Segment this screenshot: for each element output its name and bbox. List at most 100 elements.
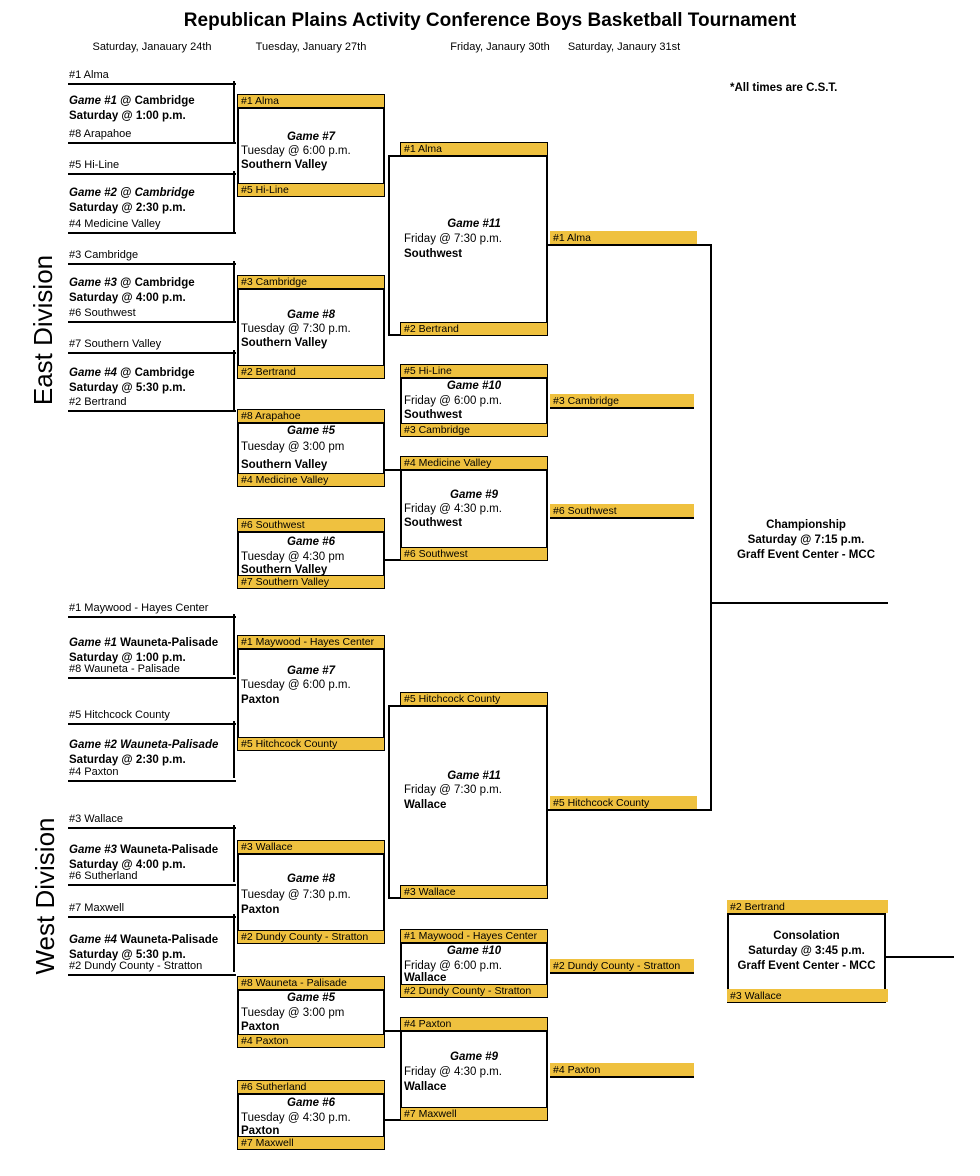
game-time: Saturday @ 2:30 p.m. [69, 754, 186, 766]
seed-team: #1 Maywood - Hayes Center [68, 597, 236, 618]
finalist-bar: #1 Alma [550, 231, 697, 244]
game-time: Tuesday @ 4:30 p.m. [241, 1112, 351, 1124]
team-bar: #8 Arapahoe [237, 409, 385, 423]
game-title: Game #2 @ Cambridge [69, 187, 195, 199]
column-header-jan27: Tuesday, January 27th [255, 41, 367, 53]
column-header-jan31: Saturday, Janaury 31st [567, 41, 681, 53]
team-bar: #2 Dundy County - Stratton [400, 984, 548, 998]
game-time: Tuesday @ 7:30 p.m. [241, 889, 351, 901]
game-site: Paxton [241, 694, 280, 706]
consolation-venue: Graff Event Center - MCC [737, 960, 876, 972]
team-bar: #4 Medicine Valley [400, 456, 548, 470]
team-bar: #3 Cambridge [237, 275, 385, 289]
game-title: Game #3 Wauneta-Palisade [69, 844, 219, 856]
game-site: Southwest [404, 409, 463, 421]
game-label: Game #5 [287, 425, 335, 437]
seed-team: #2 Dundy County - Stratton [68, 955, 236, 976]
game-title: Game #3 @ Cambridge [69, 277, 195, 289]
game-time: Saturday @ 4:00 p.m. [69, 859, 186, 871]
game-label: Game #9 [450, 489, 498, 501]
championship-venue: Graff Event Center - MCC [736, 549, 876, 561]
team-bar: #7 Maxwell [237, 1136, 385, 1150]
team-bar: #5 Hi-Line [400, 364, 548, 378]
game-site: Southwest [404, 248, 463, 260]
team-bar: #3 Wallace [400, 885, 548, 899]
consolation-line [884, 956, 954, 958]
game-time: Friday @ 4:30 p.m. [404, 503, 502, 515]
team-bar: #5 Hitchcock County [400, 692, 548, 706]
bracket-line [233, 350, 235, 410]
seed-team: #6 Sutherland [68, 865, 236, 886]
winner-bar: #6 Southwest [550, 504, 694, 519]
column-header-jan24: Saturday, Janauary 24th [92, 41, 212, 53]
column-header-jan30: Friday, Janaury 30th [450, 41, 550, 53]
seed-team: #4 Medicine Valley [68, 213, 236, 234]
game-site: Paxton [241, 1125, 280, 1137]
finalist-bar: #5 Hitchcock County [550, 796, 697, 809]
game-title: Game #1 Wauneta-Palisade [69, 637, 219, 649]
game-time: Saturday @ 5:30 p.m. [69, 382, 186, 394]
game-label: Game #6 [287, 536, 335, 548]
game-label: Game #10 [446, 380, 502, 392]
consolation-title: Consolation [773, 930, 840, 942]
game-title: Game #4 Wauneta-Palisade [69, 934, 219, 946]
game-title: Game #2 Wauneta-Palisade [69, 739, 219, 751]
seed-team: #5 Hitchcock County [68, 704, 236, 725]
team-bar: #3 Wallace [237, 840, 385, 854]
bracket-line [233, 614, 235, 675]
team-bar: #2 Dundy County - Stratton [237, 930, 385, 944]
game-label: Game #6 [287, 1097, 335, 1109]
championship-title: Championship [766, 519, 846, 531]
seed-team: #1 Alma [68, 64, 236, 85]
game-title: Game #1 @ Cambridge [69, 95, 195, 107]
team-bar: #4 Medicine Valley [237, 473, 385, 487]
game-site: Paxton [241, 1021, 280, 1033]
winner-bar: #2 Dundy County - Stratton [550, 959, 694, 974]
game-time: Friday @ 4:30 p.m. [404, 1066, 502, 1078]
game-time: Saturday @ 5:30 p.m. [69, 949, 186, 961]
team-bar: #2 Bertrand [237, 365, 385, 379]
seed-team: #5 Hi-Line [68, 154, 236, 175]
bracket-line [233, 261, 235, 321]
bracket-line [233, 171, 235, 232]
connector-line [548, 244, 712, 246]
game-time: Friday @ 6:00 p.m. [404, 395, 502, 407]
game-time: Tuesday @ 6:00 p.m. [241, 679, 351, 691]
game-label: Game #7 [287, 665, 335, 677]
championship-time: Saturday @ 7:15 p.m. [747, 534, 865, 546]
division-label-east: East Division [28, 254, 58, 406]
winner-bar: #3 Cambridge [550, 394, 694, 409]
game-label: Game #8 [287, 309, 335, 321]
game-time: Saturday @ 1:00 p.m. [69, 110, 186, 122]
team-bar: #3 Cambridge [400, 423, 548, 437]
team-bar: #1 Maywood - Hayes Center [400, 929, 548, 943]
game-label: Game #11 [447, 218, 501, 230]
game-site: Southwest [404, 517, 463, 529]
team-bar: #4 Paxton [400, 1017, 548, 1031]
game-label: Game #9 [450, 1051, 498, 1063]
consolation-time: Saturday @ 3:45 p.m. [748, 945, 865, 957]
game-label: Game #7 [287, 131, 335, 143]
connector-line [383, 559, 402, 561]
seed-team: #7 Southern Valley [68, 333, 236, 354]
game-time: Tuesday @ 4:30 pm [241, 551, 345, 563]
bracket-line [233, 914, 235, 972]
game-time: Tuesday @ 6:00 p.m. [241, 145, 351, 157]
game-time: Friday @ 7:30 p.m. [404, 784, 502, 796]
game-time: Friday @ 6:00 p.m. [404, 960, 502, 972]
team-bar: #8 Wauneta - Palisade [237, 976, 385, 990]
game-time: Friday @ 7:30 p.m. [404, 233, 502, 245]
connector-line [383, 1119, 402, 1121]
game-site: Southern Valley [241, 337, 328, 349]
team-bar: #6 Southwest [237, 518, 385, 532]
connector-line [548, 809, 712, 811]
bracket-line [233, 721, 235, 778]
team-bar: #7 Maxwell [400, 1107, 548, 1121]
game-time: Tuesday @ 7:30 p.m. [241, 323, 351, 335]
game-site: Wallace [404, 972, 447, 984]
page-title: Republican Plains Activity Conference Bo… [183, 10, 797, 31]
team-bar: #1 Alma [400, 142, 548, 156]
seed-team: #7 Maxwell [68, 897, 236, 918]
game-label: Game #5 [287, 992, 335, 1004]
